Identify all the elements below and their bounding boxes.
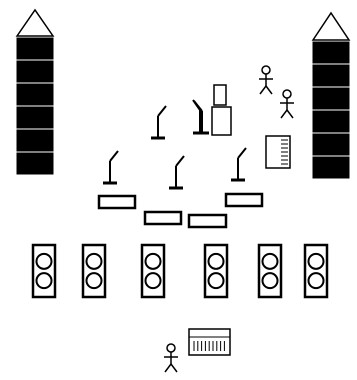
figure-head [282, 89, 292, 99]
stand-arm [157, 105, 167, 117]
tower-segment [312, 41, 350, 64]
light-lamp [144, 272, 162, 290]
light-6-icon [303, 243, 329, 299]
light-housing [257, 243, 283, 299]
light-lamp [207, 252, 225, 270]
light-housing [203, 243, 229, 299]
light-3-icon [140, 243, 166, 299]
figure-head [261, 65, 271, 75]
stand-1-icon [151, 105, 167, 140]
container-icon [211, 106, 232, 136]
figure-leg [280, 109, 288, 119]
stick-figures-group [164, 65, 294, 373]
figure-leg [259, 85, 267, 95]
tower-segment [16, 106, 54, 129]
pad-1-icon [97, 194, 137, 210]
light-lamp [261, 252, 279, 270]
towers-group [15, 8, 351, 179]
misc-objects-group [188, 135, 291, 356]
tower-segment [16, 129, 54, 152]
figure-leg [170, 363, 178, 373]
light-4-icon [203, 243, 229, 299]
pad-4-icon [224, 192, 264, 208]
tower-segment [312, 110, 350, 133]
ruler-frame [265, 135, 291, 169]
figure-3-icon [164, 343, 178, 373]
stand-arm [175, 155, 185, 167]
figure-leg [286, 109, 294, 119]
tower-segment [16, 83, 54, 106]
tower-segment [312, 64, 350, 87]
stand-4-icon [169, 155, 185, 190]
light-2-icon [81, 243, 107, 299]
figure-head [166, 343, 176, 353]
stand-arm [237, 147, 247, 159]
figure-1-icon [259, 65, 273, 95]
pad-3-icon [187, 213, 228, 229]
traffic-lights-group [31, 243, 329, 299]
light-housing [140, 243, 166, 299]
light-lamp [207, 272, 225, 290]
stand-arm [109, 150, 119, 162]
tower-segment [312, 156, 350, 179]
light-lamp [35, 272, 53, 290]
tower-cap [311, 11, 351, 41]
light-housing [303, 243, 329, 299]
pads-group [97, 192, 264, 229]
light-lamp [35, 252, 53, 270]
figure-2-icon [280, 89, 294, 119]
light-lamp [144, 252, 162, 270]
stand-5-icon [231, 147, 247, 182]
pad-2-icon [143, 210, 183, 226]
stands-group [103, 99, 247, 190]
right-tower-icon [311, 11, 351, 179]
light-lamp [307, 252, 325, 270]
light-lamp [85, 252, 103, 270]
light-lamp [261, 272, 279, 290]
tower-segment [312, 133, 350, 156]
light-housing [31, 243, 57, 299]
figure-leg [265, 85, 273, 95]
light-housing [81, 243, 107, 299]
stand-6-icon [192, 99, 207, 135]
light-5-icon [257, 243, 283, 299]
tower-segment [16, 152, 54, 175]
stand-3-icon [103, 150, 119, 185]
ruler-icon [265, 135, 291, 169]
left-tower-icon [15, 8, 55, 175]
tower-segment [16, 37, 54, 60]
light-1-icon [31, 243, 57, 299]
keyboard-icon [188, 328, 231, 356]
tower-cap [15, 8, 55, 37]
tower-segment [312, 87, 350, 110]
light-lamp [85, 272, 103, 290]
tower-segment [16, 60, 54, 83]
light-lamp [307, 272, 325, 290]
containers-group [211, 84, 232, 136]
container-icon [213, 84, 227, 106]
stand-arm [192, 99, 201, 111]
figure-leg [164, 363, 172, 373]
